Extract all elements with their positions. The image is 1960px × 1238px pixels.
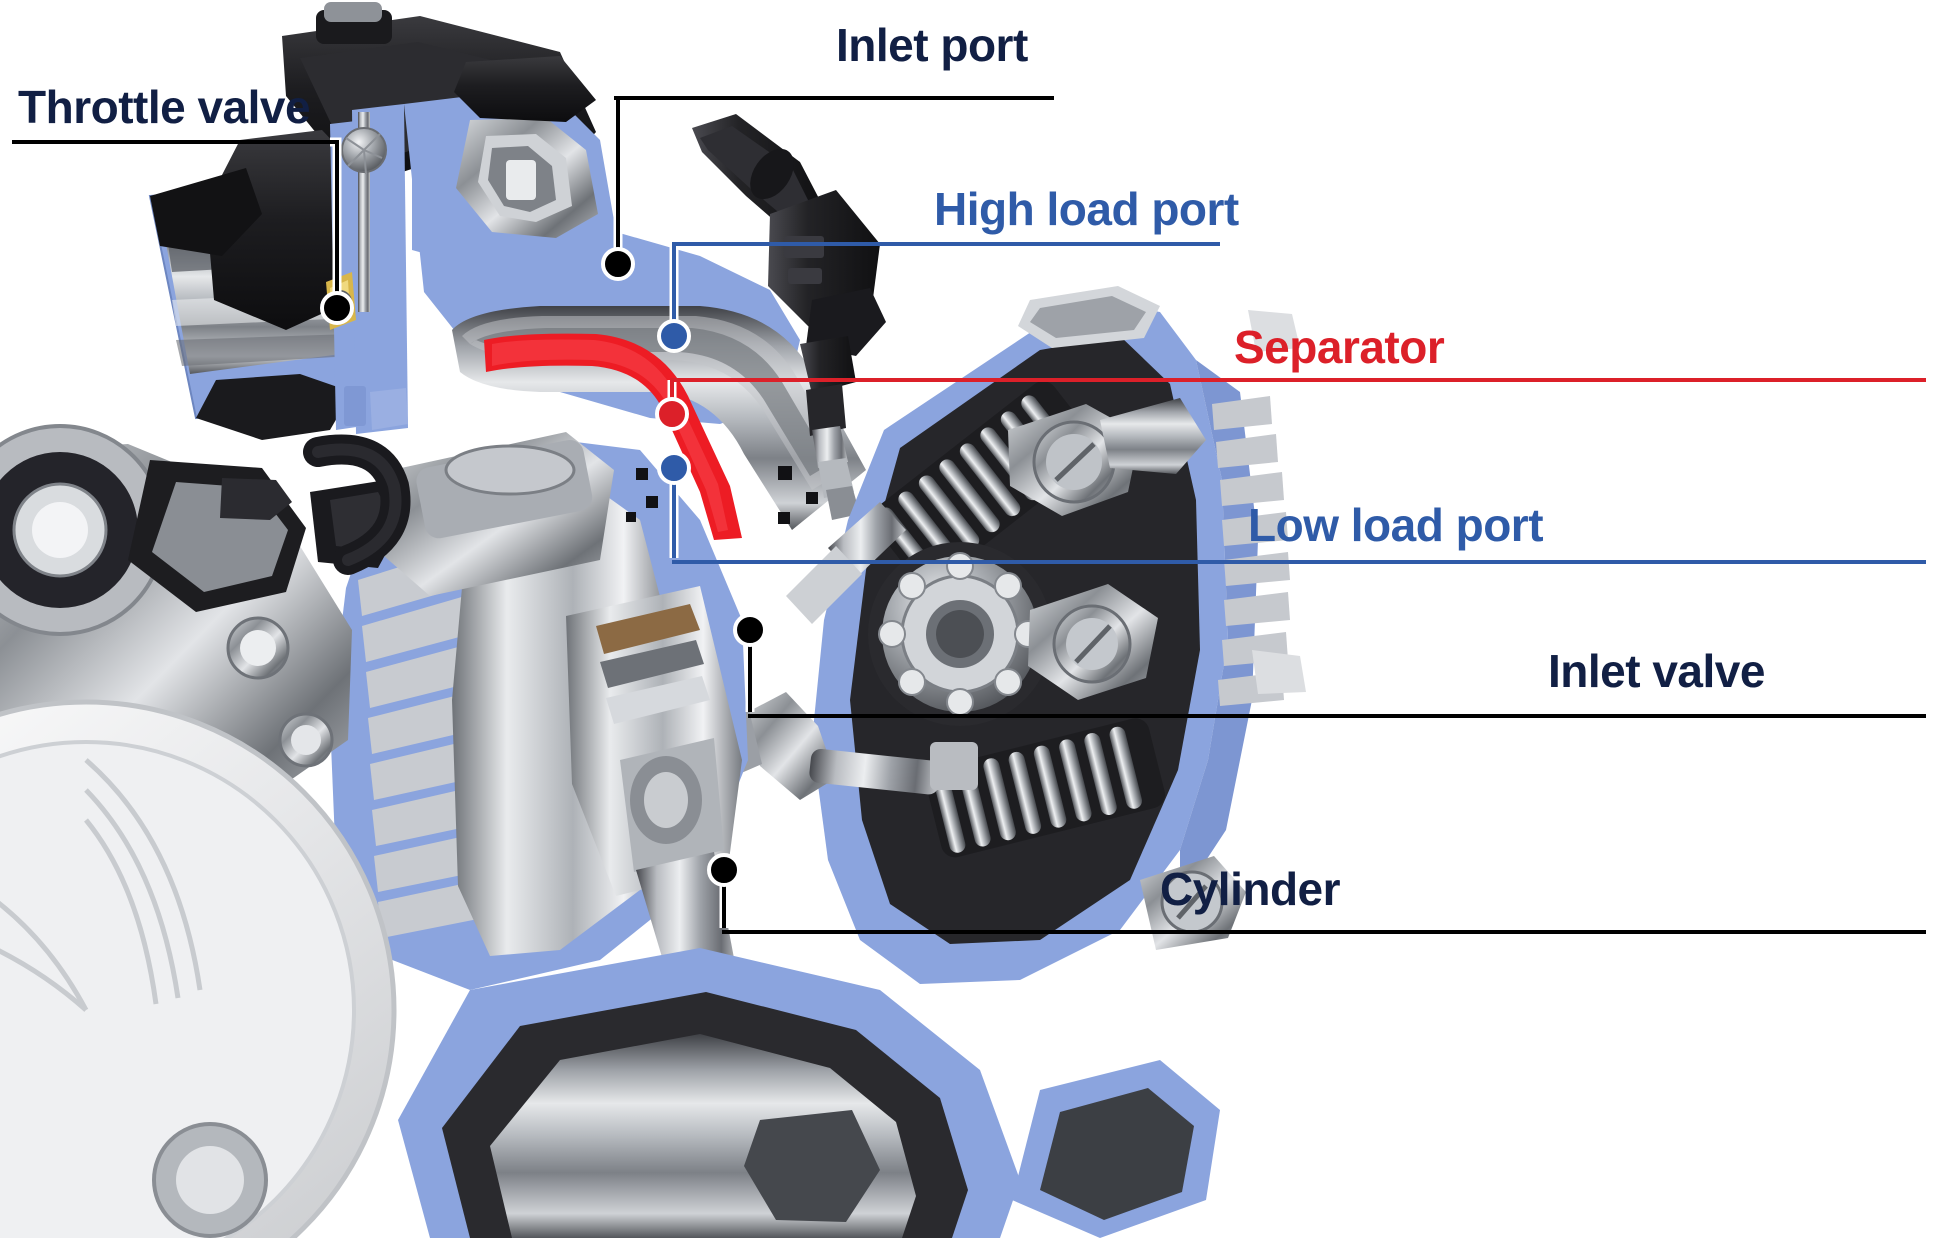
label-high-load-port: High load port [934, 183, 1239, 235]
flywheel [0, 699, 397, 1238]
label-throttle-valve: Throttle valve [18, 81, 311, 133]
section-hatch-marks [626, 466, 818, 524]
butterfly-valve-plate [326, 272, 356, 330]
separator-blade [484, 333, 742, 540]
label-inlet-valve: Inlet valve [1548, 645, 1765, 697]
crankcase-bolts [226, 616, 334, 768]
label-low-load-port: Low load port [1248, 499, 1544, 551]
crankcase-left [0, 424, 404, 1238]
label-inlet-port: Inlet port [836, 19, 1028, 71]
rule-high-load-port [672, 242, 1220, 246]
rule-low-load-port [672, 560, 1926, 564]
rule-throttle-valve [12, 140, 330, 144]
fuel-injector [692, 114, 886, 520]
rule-inlet-port [614, 96, 1054, 100]
camshaft-bearing [868, 542, 1052, 726]
label-cylinder: Cylinder [1160, 863, 1341, 915]
breather-hose [303, 434, 411, 575]
valve-train [700, 381, 1246, 950]
cylinder-barrel [330, 432, 748, 1004]
label-separator: Separator [1234, 321, 1445, 373]
piston [566, 586, 742, 896]
crankcase-lower [398, 948, 1220, 1238]
rule-inlet-valve [748, 714, 1926, 718]
valve-spring-lower [925, 718, 1165, 858]
rule-cylinder [722, 930, 1926, 934]
rule-separator [670, 378, 1926, 382]
